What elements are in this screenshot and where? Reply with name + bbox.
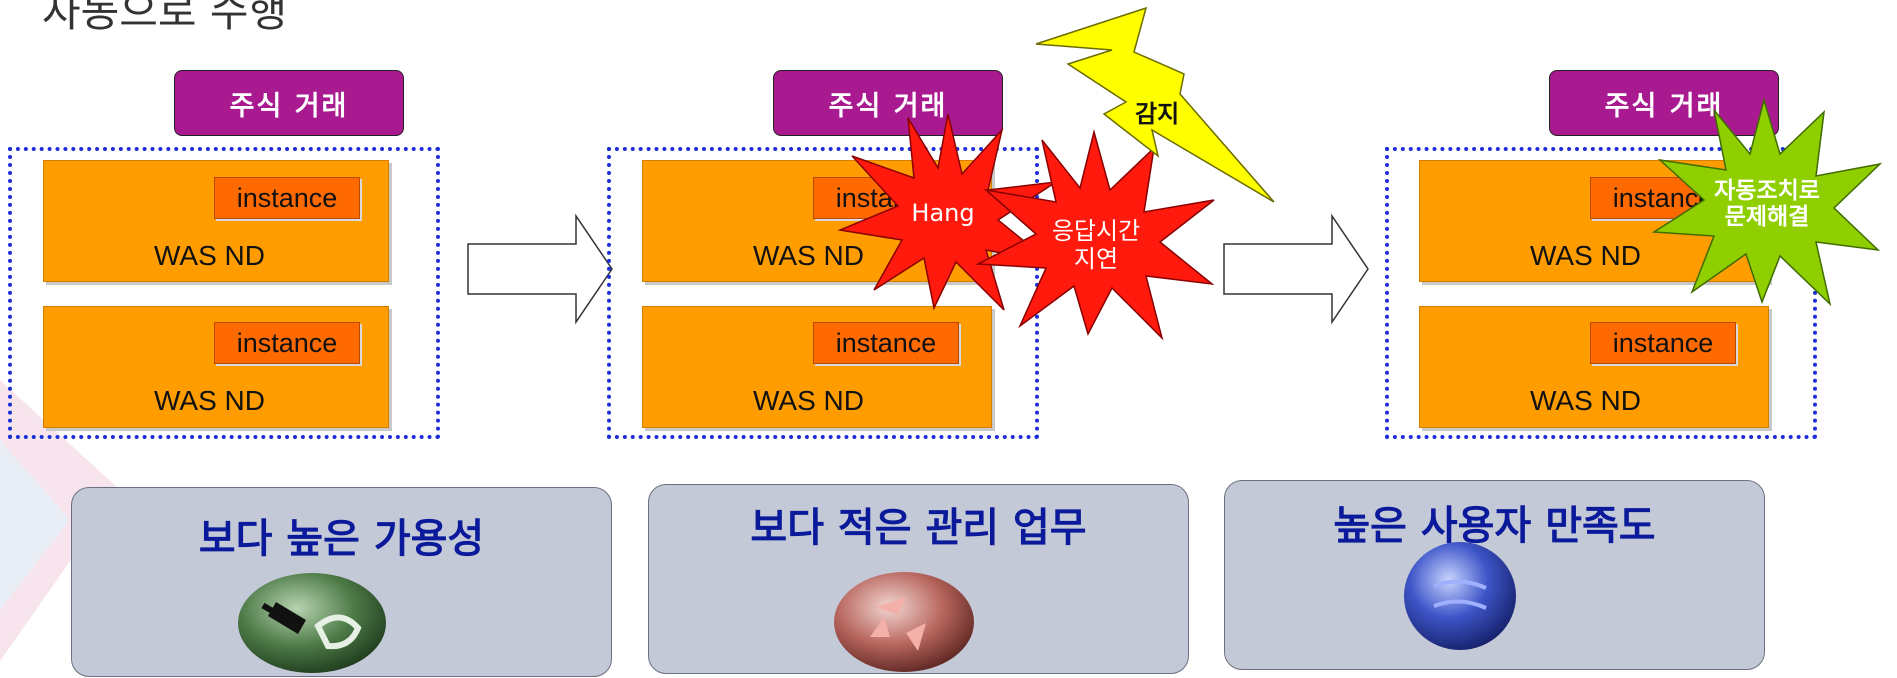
detect-lightning-icon (1035, 6, 1275, 203)
trade-label: 주식 거래 (1549, 70, 1779, 136)
instance-tag: instance (1590, 322, 1736, 364)
benefit-card: 보다 적은 관리 업무 (648, 484, 1189, 674)
trade-label: 주식 거래 (773, 70, 1003, 136)
instance-tag: instance (813, 322, 959, 364)
detect-label: 감지 (1135, 100, 1180, 128)
page-title: 자동으로 수행 (42, 0, 288, 36)
benefit-title: 높은 사용자 만족도 (1333, 503, 1656, 549)
instance-tag: instance (214, 177, 360, 219)
slow-response-label: 응답시간 지연 (1051, 217, 1141, 273)
instance-tag: instance (214, 322, 360, 364)
was-cluster (1385, 147, 1817, 439)
hang-label: Hang (911, 199, 975, 227)
was-label: WAS ND (154, 385, 265, 416)
trade-label: 주식 거래 (174, 70, 404, 136)
was-label: WAS ND (1530, 240, 1641, 271)
blue-globe-icon (1404, 542, 1516, 650)
flow-arrow (1223, 213, 1369, 325)
flow-arrow (467, 213, 613, 325)
hang-burst-icon (837, 113, 1057, 311)
benefit-card: 높은 사용자 만족도 (1224, 480, 1765, 670)
benefit-title: 보다 높은 가용성 (198, 516, 485, 562)
was-label: WAS ND (1530, 385, 1641, 416)
benefit-title: 보다 적은 관리 업무 (750, 505, 1087, 551)
plug-icon (238, 573, 386, 673)
auto-fix-burst-icon (1651, 97, 1883, 307)
auto-fix-label: 자동조치로 문제해결 (1714, 178, 1820, 231)
slow-response-burst-icon (975, 129, 1215, 341)
was-label: WAS ND (154, 240, 265, 271)
was-label: WAS ND (753, 385, 864, 416)
was-cluster (8, 147, 440, 439)
benefit-card: 보다 높은 가용성 (71, 487, 612, 677)
was-label: WAS ND (753, 240, 864, 271)
recycle-globe-icon (834, 572, 974, 672)
background-decoration (0, 380, 120, 661)
